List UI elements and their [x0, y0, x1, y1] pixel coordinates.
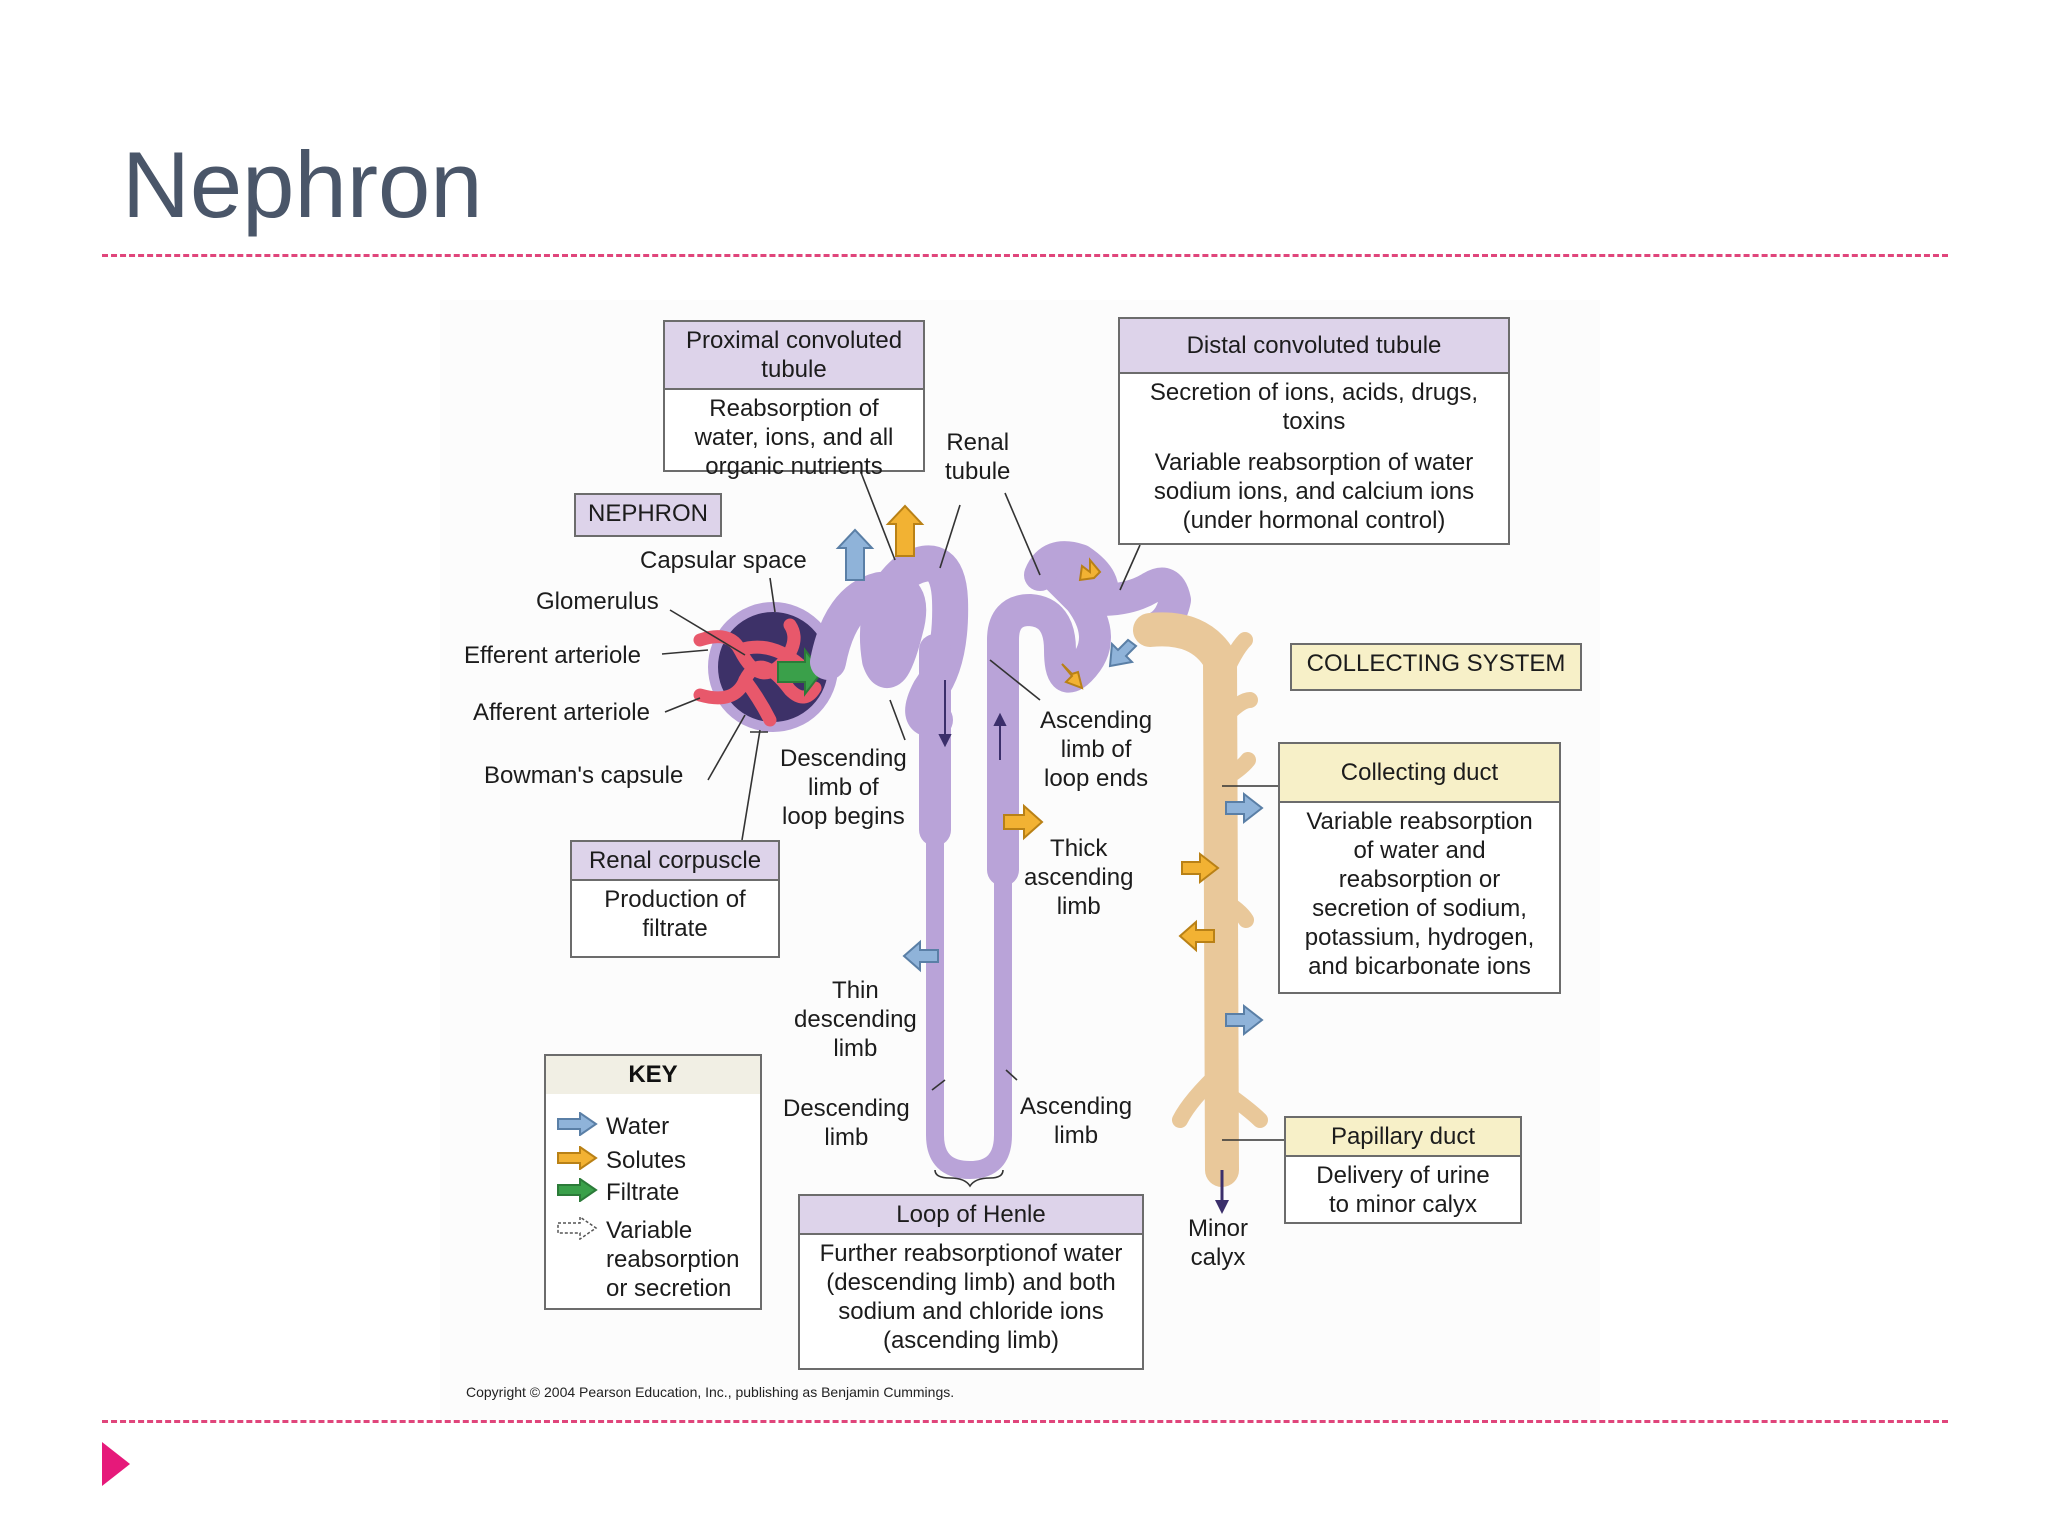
proximal-convoluted-tubule-box: Proximal convoluted tubule Reabsorption … [663, 320, 925, 480]
dashed-arrow-icon [557, 1215, 598, 1241]
collecting-duct-title: Collecting duct [1280, 744, 1559, 803]
solutes-arrows [885, 504, 1220, 953]
key-item-water: Water [556, 1111, 669, 1143]
key-item-variable: Variable reabsorption or secretion [556, 1215, 739, 1302]
key-label-solutes: Solutes [606, 1147, 687, 1174]
dct-reabsorption-text: Variable reabsorption of water sodium io… [1153, 449, 1475, 534]
nephron-tag: NEPHRON [574, 493, 722, 537]
pct-title: Proximal convoluted tubule [665, 322, 923, 390]
afferent-arteriole-label: Afferent arteriole [473, 699, 650, 726]
water-arrows [835, 528, 1264, 1037]
efferent-arteriole-label: Efferent arteriole [464, 642, 641, 669]
renal-corpuscle-description: Production of filtrate [604, 886, 746, 942]
renal-corpuscle-box: Renal corpuscle Production of filtrate [570, 840, 780, 958]
slide-title: Nephron [122, 132, 483, 237]
collecting-system-tag: COLLECTING SYSTEM [1290, 643, 1582, 691]
key-label-water: Water [606, 1113, 670, 1140]
loop-of-henle-box: Loop of Henle Further reabsorptionof wat… [798, 1194, 1144, 1370]
key-label-filtrate: Filtrate [606, 1179, 680, 1206]
key-label-variable: Variable reabsorption or secretion [606, 1217, 740, 1302]
key-title: KEY [546, 1056, 760, 1094]
renal-tubule-label: Renal tubule [945, 429, 1011, 485]
distal-tubule-shape [1024, 541, 1191, 646]
collecting-branches-shape [1172, 632, 1268, 1128]
glomerulus-label: Glomerulus [536, 588, 659, 615]
ascending-limb-label: Ascending limb [1020, 1093, 1133, 1149]
distal-convoluted-tubule-box: Distal convoluted tubule Secretion of io… [1118, 317, 1510, 545]
solutes-arrow-icon [557, 1145, 598, 1171]
water-arrow-icon [557, 1111, 598, 1137]
dct-secretion-text: Secretion of ions, acids, drugs, toxins [1149, 379, 1479, 435]
renal-corpuscle-title: Renal corpuscle [572, 842, 778, 881]
descending-limb-begins-label: Descending limb of loop begins [780, 745, 907, 830]
collecting-duct-description: Variable reabsorption of water and reabs… [1304, 808, 1535, 980]
thick-ascending-limb-shape [987, 552, 1111, 886]
ascending-limb-ends-label: Ascending limb of loop ends [1040, 707, 1153, 792]
papillary-duct-box: Papillary duct Delivery of urine to mino… [1284, 1116, 1522, 1224]
papillary-duct-title: Papillary duct [1286, 1118, 1520, 1157]
descending-limb-label: Descending limb [783, 1095, 910, 1151]
leader-lines [661, 469, 1284, 1188]
loop-of-henle-description: Further reabsorptionof water (descending… [819, 1240, 1123, 1354]
bowmans-capsule-label: Bowman's capsule [484, 762, 684, 789]
top-divider [102, 254, 1948, 257]
loop-of-henle-shape [926, 821, 1012, 1180]
bottom-divider [102, 1420, 1948, 1423]
key-legend: KEY Water Solutes Filtrate Variable reab… [544, 1054, 762, 1310]
papillary-duct-description: Delivery of urine to minor calyx [1316, 1162, 1490, 1218]
thick-ascending-limb-label: Thick ascending limb [1024, 835, 1134, 920]
pct-description: Reabsorption of water, ions, and all org… [694, 395, 894, 480]
dct-title: Distal convoluted tubule [1120, 319, 1508, 374]
glomerulus-shape [693, 618, 822, 727]
filtrate-arrow-icon [557, 1177, 598, 1203]
loop-of-henle-title: Loop of Henle [800, 1196, 1142, 1235]
slide-marker-icon [102, 1442, 130, 1486]
collecting-duct-shape [1133, 612, 1239, 1187]
key-item-solutes: Solutes [556, 1145, 686, 1177]
capsular-space-label: Capsular space [640, 547, 807, 574]
collecting-duct-box: Collecting duct Variable reabsorption of… [1278, 742, 1561, 994]
thin-descending-limb-label: Thin descending limb [794, 977, 917, 1062]
flow-arrows [938, 680, 1007, 760]
copyright-notice: Copyright © 2004 Pearson Education, Inc.… [466, 1384, 955, 1400]
key-item-filtrate: Filtrate [556, 1177, 679, 1209]
minor-calyx-label: Minor calyx [1188, 1215, 1249, 1271]
